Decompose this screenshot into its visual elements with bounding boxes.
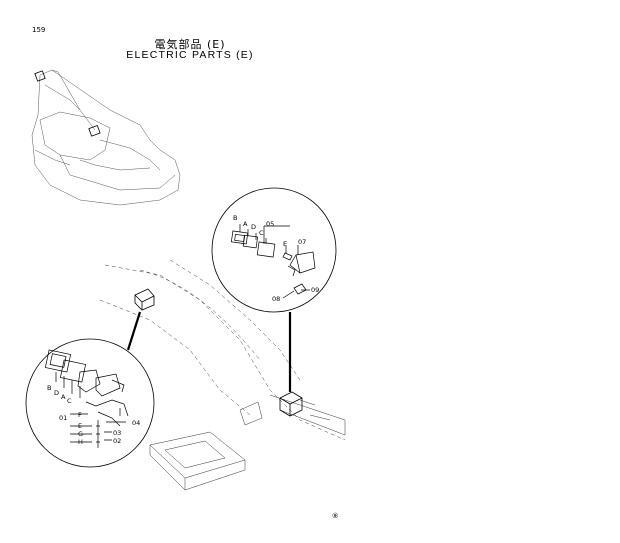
title-english: ELECTRIC PARTS (E) (126, 49, 254, 61)
right-detail-parts (230, 224, 316, 299)
left-label-b: B (47, 384, 51, 392)
right-detail-letters: B A D C E 05 07 09 08 (233, 214, 319, 303)
light-highlight (34, 70, 101, 137)
right-part-09: 09 (311, 286, 319, 294)
left-part-02: 02 (113, 437, 121, 445)
right-label-b: B (233, 214, 237, 222)
right-label-d: D (251, 223, 256, 231)
left-label-e: E (78, 422, 82, 430)
title-japanese: 電気部品 (E) (154, 38, 226, 51)
page-number: 159 (32, 26, 46, 34)
left-label-g: G (78, 430, 83, 438)
right-label-c: C (259, 229, 264, 237)
left-label-d: D (54, 389, 59, 397)
left-tag-01: 01 (59, 414, 67, 422)
left-label-f: F (78, 411, 82, 419)
right-label-e: E (283, 240, 287, 248)
left-detail-letters: B D A C F E G H 01 04 03 02 (47, 384, 140, 446)
seat-base-sketch (149, 394, 346, 491)
right-part-07: 07 (298, 238, 306, 246)
side-lamp-body (134, 288, 155, 311)
detail-circle-right (211, 187, 337, 313)
left-part-03: 03 (113, 429, 121, 437)
left-part-04: 04 (132, 419, 140, 427)
right-part-08: 08 (272, 295, 280, 303)
left-label-a: A (61, 393, 66, 401)
left-label-c: C (67, 397, 72, 405)
rear-lamp-body (279, 391, 303, 417)
detail-circle-left (25, 338, 155, 468)
machine-overview-sketch (31, 69, 181, 206)
right-label-a: A (243, 220, 248, 228)
leader-left (126, 311, 142, 351)
right-part-05: 05 (266, 220, 274, 228)
left-detail-parts (44, 349, 129, 448)
footer-mark: ⑨ (332, 512, 339, 520)
cab-interior-sketch (99, 259, 346, 441)
left-label-h: H (78, 438, 83, 446)
